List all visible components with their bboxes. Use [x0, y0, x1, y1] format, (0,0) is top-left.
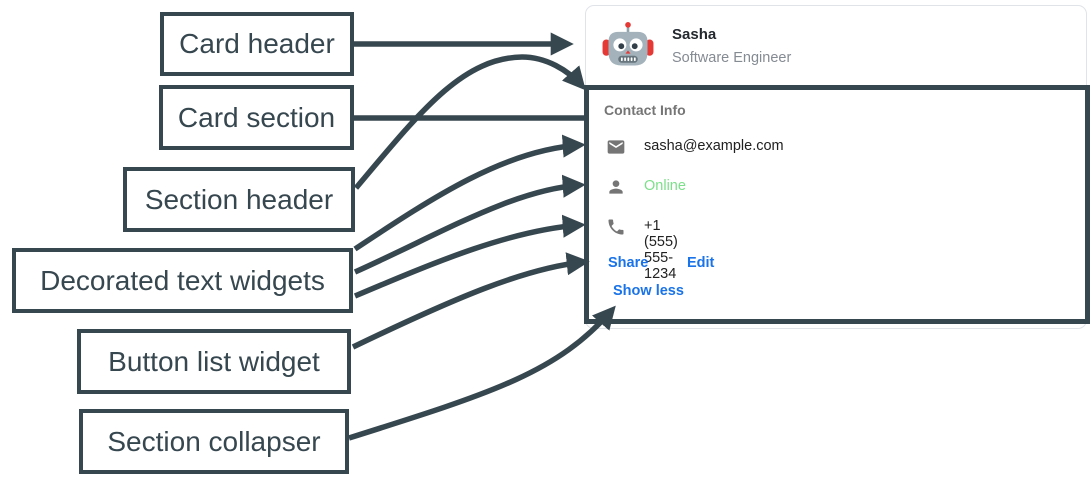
person-subtitle: Software Engineer: [672, 50, 792, 66]
share-button[interactable]: Share: [608, 255, 649, 271]
section-header-title: Contact Info: [604, 102, 686, 118]
arrow-decorated-phone: [353, 214, 586, 299]
email-text: sasha@example.com: [644, 138, 784, 154]
label-decorated-text-widgets: Decorated text widgets: [12, 248, 353, 313]
label-section-collapser-text: Section collapser: [107, 425, 321, 457]
label-card-header: Card header: [160, 12, 354, 76]
arrow-section-header: [353, 54, 586, 190]
label-section-header: Section header: [123, 167, 355, 232]
arrow-decorated-status: [353, 174, 586, 275]
card-header: Sasha Software Engineer: [586, 6, 1086, 86]
label-button-list-widget: Button list widget: [77, 329, 351, 394]
person-name: Sasha: [672, 26, 717, 43]
phone-text: +1 (555) 555-1234: [644, 218, 678, 282]
label-section-header-text: Section header: [144, 183, 334, 215]
show-less-button[interactable]: Show less: [613, 283, 684, 299]
profile-card: Sasha Software Engineer Contact Info sas…: [584, 5, 1090, 329]
card-header-text: Sasha Software Engineer: [672, 26, 791, 66]
label-card-section: Card section: [159, 85, 354, 150]
robot-avatar: [602, 22, 654, 66]
status-text: Online: [644, 178, 686, 194]
label-card-header-text: Card header: [179, 28, 335, 59]
label-button-list-widget-text: Button list widget: [108, 345, 320, 377]
person-icon: [609, 180, 623, 194]
arrow-decorated-email: [353, 134, 586, 252]
arrow-button-list: [351, 252, 590, 350]
phone-icon: [608, 219, 624, 235]
label-section-collapser: Section collapser: [79, 409, 349, 474]
label-decorated-text-widgets-text: Decorated text widgets: [40, 264, 325, 296]
arrow-section-collapser: [348, 305, 616, 441]
mail-icon: [607, 140, 625, 154]
label-card-section-text: Card section: [177, 101, 336, 133]
edit-button[interactable]: Edit: [687, 255, 715, 271]
